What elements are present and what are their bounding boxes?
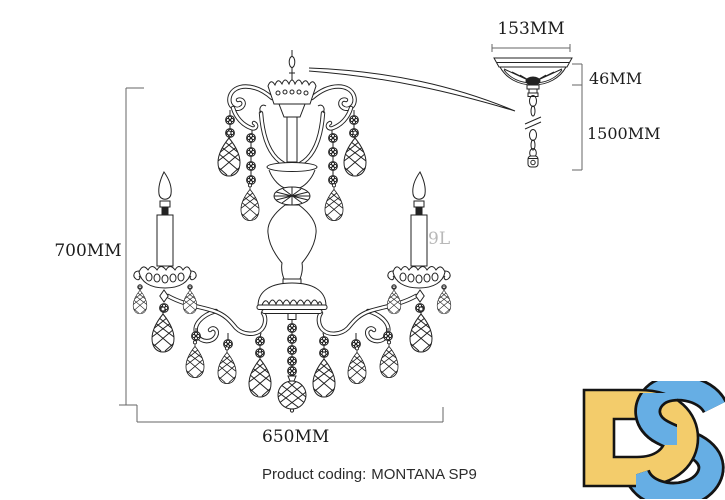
- fixture-width-dimension: 650MM: [262, 427, 330, 447]
- product-coding: Product coding:MONTANA SP9: [262, 466, 477, 483]
- canopy-width-dimension: 153MM: [497, 19, 565, 39]
- fixture-height-dimension: 700MM: [54, 241, 122, 261]
- chain-length-dimension: 1500MM: [587, 124, 661, 143]
- brand-logo: [581, 381, 725, 499]
- product-coding-value: MONTANA SP9: [371, 466, 477, 483]
- leader-line: [308, 67, 516, 112]
- candle-right: [387, 172, 451, 352]
- candle-left: [133, 172, 197, 352]
- chain: [524, 95, 542, 168]
- center-crystal-strand: [277, 313, 307, 413]
- center-dome: [256, 282, 328, 314]
- canopy-height-dimension: 46MM: [589, 69, 643, 88]
- canopy-detail: [493, 57, 573, 168]
- chandelier-column: [258, 50, 326, 285]
- product-coding-label: Product coding:: [262, 466, 367, 483]
- lamp-count-label: 9L: [428, 229, 451, 249]
- dimension-lines: [119, 44, 583, 423]
